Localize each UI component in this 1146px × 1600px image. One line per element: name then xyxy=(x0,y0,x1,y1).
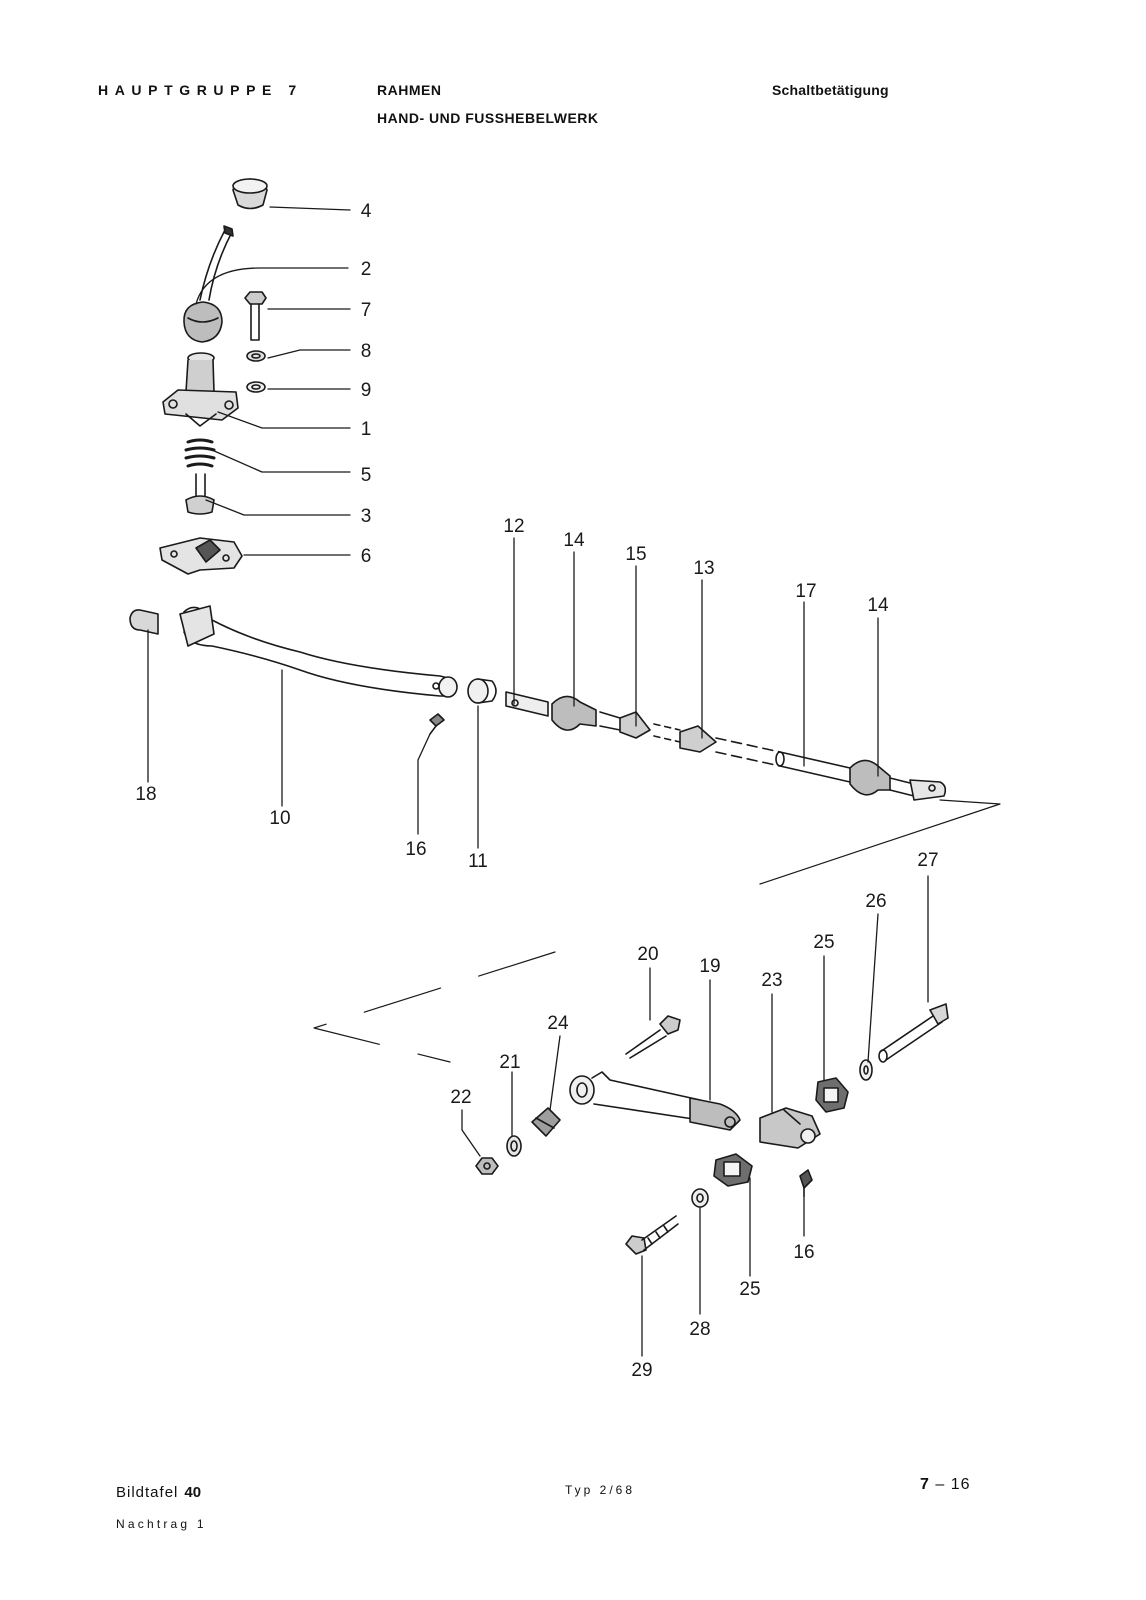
callout-14: 14 xyxy=(563,530,585,551)
leader-lines xyxy=(147,206,929,1357)
callout-10: 10 xyxy=(269,808,290,829)
shift-rod xyxy=(505,691,947,801)
callout-25: 25 xyxy=(813,932,834,953)
callout-14: 14 xyxy=(867,595,889,616)
rubber-mount xyxy=(815,1077,849,1113)
type-reference: Typ 2/68 xyxy=(565,1483,636,1497)
callout-1: 1 xyxy=(361,419,372,440)
pipe-plug xyxy=(129,609,159,635)
tapping-screw xyxy=(429,713,445,735)
callout-25: 25 xyxy=(739,1279,760,1300)
page-num: 16 xyxy=(950,1476,971,1493)
main-group-heading: HAUPTGRUPPE 7 xyxy=(98,82,303,98)
shift-lever-arm xyxy=(569,1071,741,1131)
spring-washer xyxy=(246,350,266,362)
lever-boot xyxy=(183,301,223,343)
callout-24: 24 xyxy=(547,1013,569,1034)
gear-knob xyxy=(232,178,268,210)
page-dash: – xyxy=(935,1476,946,1493)
callout-20: 20 xyxy=(637,944,658,965)
callout-18: 18 xyxy=(135,784,156,805)
shift-tube xyxy=(179,605,458,698)
perspective-guide xyxy=(313,799,1001,1063)
callout-16: 16 xyxy=(793,1242,814,1263)
callout-19: 19 xyxy=(699,956,720,977)
callout-28: 28 xyxy=(689,1319,710,1340)
tapping-screw xyxy=(799,1169,813,1197)
lever-spring xyxy=(184,438,216,468)
bolt xyxy=(244,291,267,341)
callout-17: 17 xyxy=(795,581,816,602)
callout-11: 11 xyxy=(468,851,488,872)
callout-21: 21 xyxy=(499,1052,520,1073)
plate-number: 40 xyxy=(184,1484,202,1501)
sleeve xyxy=(531,1107,561,1137)
subsection-heading: HAND- UND FUSSHEBELWERK xyxy=(377,110,599,126)
bearing-bracket xyxy=(759,1107,821,1149)
washer xyxy=(691,1188,709,1208)
plate-label: Bildtafel xyxy=(116,1484,179,1501)
wood-screw xyxy=(625,1215,679,1255)
callout-4: 4 xyxy=(361,201,372,222)
plate-reference: Bildtafel 40 xyxy=(116,1484,201,1501)
section-heading: RAHMEN xyxy=(377,82,442,98)
callout-23: 23 xyxy=(761,970,782,991)
callout-26: 26 xyxy=(865,891,886,912)
callout-13: 13 xyxy=(693,558,714,579)
supplement-note: Nachtrag 1 xyxy=(116,1517,207,1531)
spring-washer xyxy=(506,1135,522,1157)
washer xyxy=(859,1059,873,1081)
callout-2: 2 xyxy=(361,259,372,280)
lever-pin xyxy=(185,473,215,515)
callout-6: 6 xyxy=(361,546,372,567)
lever-base-plate xyxy=(159,537,243,575)
callout-3: 3 xyxy=(361,506,372,527)
washer xyxy=(246,381,266,393)
page-number: 7 – 16 xyxy=(920,1476,971,1494)
callout-27: 27 xyxy=(917,850,938,871)
callout-9: 9 xyxy=(361,380,372,401)
callout-8: 8 xyxy=(361,341,372,362)
callout-29: 29 xyxy=(631,1360,652,1381)
callout-16: 16 xyxy=(405,839,426,860)
hex-nut xyxy=(475,1157,499,1175)
callout-12: 12 xyxy=(503,516,524,537)
callout-5: 5 xyxy=(361,465,372,486)
callout-7: 7 xyxy=(361,300,372,321)
gear-lever xyxy=(199,225,234,301)
clevis-rod xyxy=(878,1003,949,1063)
long-bolt xyxy=(625,1015,681,1059)
rubber-mount xyxy=(713,1153,753,1187)
bushing xyxy=(467,678,497,704)
topic-heading: Schaltbetätigung xyxy=(772,82,889,98)
callout-labels: 4 2 7 8 9 1 5 3 6 12 14 15 13 17 14 18 1… xyxy=(135,201,938,1381)
callout-22: 22 xyxy=(450,1087,471,1108)
callout-15: 15 xyxy=(625,544,646,565)
page-prefix: 7 xyxy=(920,1476,930,1493)
